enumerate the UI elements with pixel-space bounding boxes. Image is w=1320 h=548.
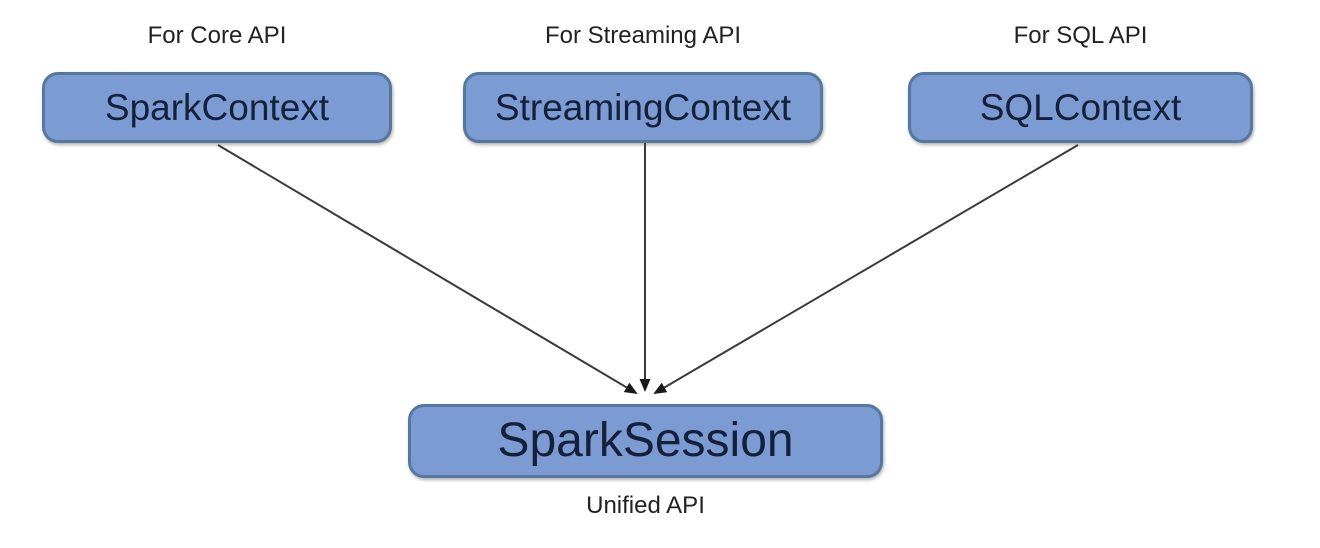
node-sqlcontext-label: SQLContext: [979, 87, 1182, 128]
node-streamingcontext-label: StreamingContext: [494, 87, 792, 128]
node-sqlcontext: SQLContext: [908, 72, 1253, 143]
annotation-streaming-api: For Streaming API: [544, 22, 742, 49]
node-streamingcontext: StreamingContext: [463, 72, 823, 143]
node-sparkcontext-label: SparkContext: [104, 87, 330, 128]
edge-sparkcontext-to-sparksession: [217, 144, 638, 395]
edge-sqlcontext-to-sparksession: [653, 144, 1079, 395]
node-sparkcontext: SparkContext: [42, 72, 392, 143]
node-sparksession-label: SparkSession: [497, 414, 794, 467]
annotation-sql-api: For SQL API: [1013, 22, 1148, 49]
annotation-unified-api: Unified API: [586, 492, 705, 519]
node-sparksession: SparkSession: [408, 404, 883, 478]
annotation-core-api: For Core API: [147, 22, 287, 49]
